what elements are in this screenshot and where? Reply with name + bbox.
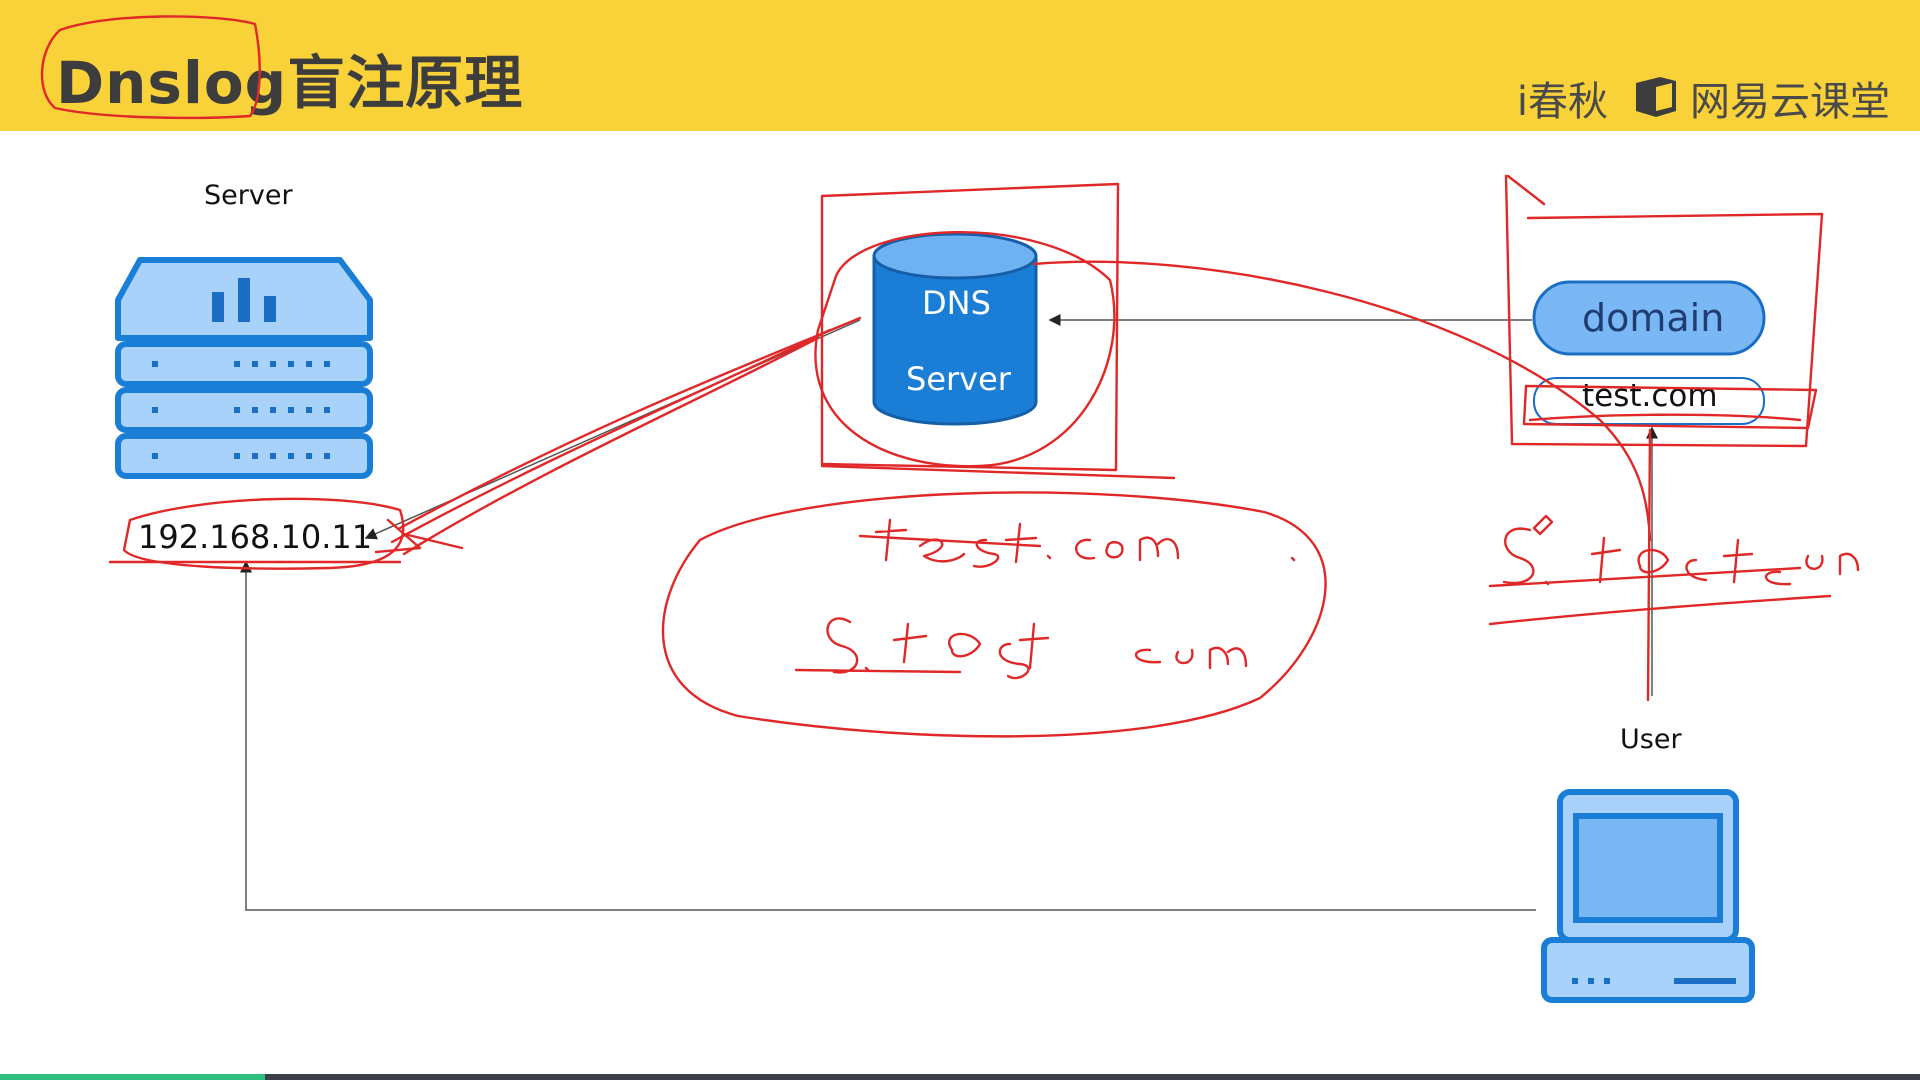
title-circle-annotation (40, 15, 261, 120)
test-domain-box-annotation (1522, 384, 1818, 430)
user-vertical-annotation (1646, 428, 1652, 702)
progress-fill (0, 1074, 265, 1080)
domain-box-annotation-tick (1506, 174, 1546, 206)
notes-ellipse-annotation (661, 491, 1327, 738)
server-ip-label: 192.168.10.11 (138, 518, 373, 556)
netease-text: 网易云课堂 (1690, 79, 1890, 125)
dns-circle-annotation (814, 231, 1116, 468)
progress-track (0, 1074, 1920, 1080)
dns-to-test-curve (1032, 260, 1652, 542)
dns-to-ip-scribble-3 (402, 336, 820, 556)
handwriting-test-com (874, 518, 1296, 568)
dns-label-line2: Server (906, 360, 1011, 398)
handwriting-strike (858, 534, 1042, 548)
test-domain-label: test.com (1582, 378, 1718, 414)
dns-to-ip-scribble-2 (390, 328, 832, 544)
handwriting-underline (794, 668, 962, 674)
ip-arrowhead-scribble (374, 518, 464, 554)
user-label: User (1620, 724, 1682, 755)
chunqiu-logo: i春秋 (1517, 69, 1608, 127)
arrow-user-to-server (240, 560, 1536, 911)
page-title: Dnslog盲注原理 (56, 49, 524, 117)
ip-circle-annotation (122, 497, 405, 570)
domain-label: domain (1582, 296, 1725, 340)
handwriting-s-test-com (826, 617, 1248, 680)
brand-logos: i春秋 网易云课堂 (1517, 70, 1890, 126)
dns-box-annotation-line (820, 464, 1176, 480)
domain-pill (1532, 280, 1766, 356)
dns-label-line1: DNS (922, 284, 991, 322)
chunqiu-text: i春秋 (1516, 79, 1608, 125)
domain-box-annotation (1504, 174, 1824, 448)
handwriting-underline-right (1488, 566, 1832, 626)
test-domain-underline (1528, 413, 1802, 422)
netease-logo: 网易云课堂 (1630, 69, 1890, 127)
server-label: Server (204, 180, 293, 211)
pencil-mark (1532, 514, 1554, 536)
dns-box-annotation (820, 182, 1120, 472)
book-icon (1636, 77, 1676, 117)
header-bar: Dnslog盲注原理 i春秋 网易云课堂 (0, 0, 1920, 131)
